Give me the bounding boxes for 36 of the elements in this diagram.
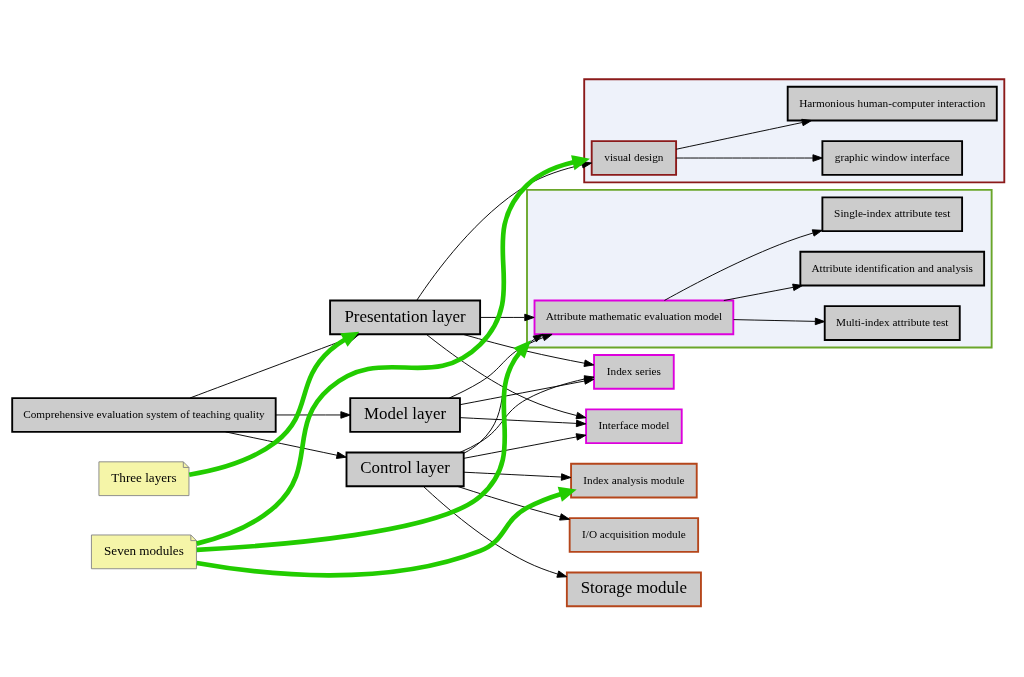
arrow (723, 283, 803, 301)
arrow (196, 486, 577, 578)
arrow (462, 333, 595, 367)
node-box: Storage module (565, 571, 702, 607)
node-box: Harmonious human-computer interaction (786, 85, 998, 121)
arrow (196, 154, 590, 546)
arrow (275, 410, 351, 419)
arrow (479, 313, 535, 321)
node-box: Single-index attribute test (821, 195, 964, 232)
arrow (463, 432, 587, 459)
arrow (196, 339, 531, 552)
node-box: Interface model (585, 407, 683, 444)
arrow (733, 317, 826, 325)
node-box: Model layer (349, 396, 461, 433)
node-box: Attribute mathematic evaluation model (533, 299, 735, 335)
arrow (664, 228, 823, 301)
node-box: Comprehensive evaluation system of teaching quality (11, 396, 277, 433)
node-box: Index analysis module (570, 462, 698, 498)
node-box: Control layer (345, 451, 465, 487)
node-box: Multi-index attribute test (823, 304, 961, 341)
arrow (416, 160, 593, 301)
arrow (448, 333, 553, 398)
node-box: Index series (593, 353, 675, 390)
node-box: Attribute identification and analysis (799, 250, 986, 286)
arrow (675, 153, 823, 162)
node-box: I/O acquisition module (568, 516, 700, 553)
node-box: Presentation layer (329, 299, 482, 335)
arrow (456, 485, 570, 521)
node-box: visual design (590, 139, 678, 176)
node-box: graphic window interface (821, 139, 964, 176)
arrow (463, 471, 572, 481)
arrow (675, 118, 813, 150)
arrow (422, 485, 568, 578)
arrow (426, 333, 587, 419)
arrow (225, 430, 347, 459)
arrow (459, 416, 587, 427)
